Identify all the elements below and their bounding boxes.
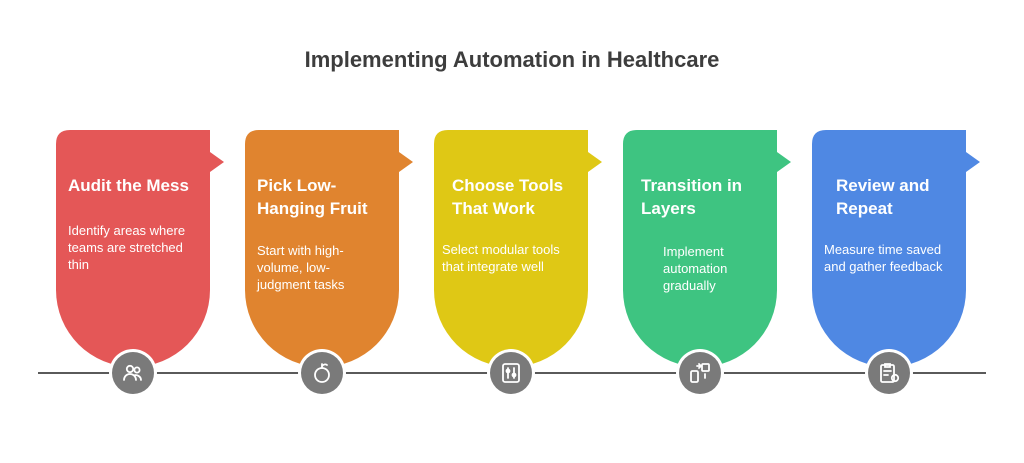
- step-heading: Transition in Layers: [641, 176, 743, 218]
- step-description: Implement automation gradually: [663, 244, 728, 293]
- people-icon: [112, 352, 154, 394]
- step-card-pick: Pick Low-Hanging Fruit Start with high-v…: [245, 130, 417, 370]
- step-card-shape: [812, 130, 980, 367]
- step-heading: Audit the Mess: [68, 176, 189, 195]
- step-heading: Pick Low-Hanging Fruit: [257, 176, 368, 218]
- step-card-choose: Choose Tools That Work Select modular to…: [434, 130, 606, 370]
- toolbox-icon: [490, 352, 532, 394]
- step-description: Start with high-volume, low-judgment tas…: [257, 243, 345, 292]
- step-description: Identify areas where teams are stretched…: [68, 223, 186, 272]
- fruit-icon: [301, 352, 343, 394]
- step-card-shape: [623, 130, 791, 367]
- step-card-shape: [56, 130, 224, 367]
- diagram-title: Implementing Automation in Healthcare: [304, 47, 720, 72]
- clipboard-refresh-icon: [868, 352, 910, 394]
- step-card-review: Review and Repeat Measure time saved and…: [812, 130, 984, 370]
- step-heading: Choose Tools That Work: [452, 176, 564, 218]
- step-card-transition: Transition in Layers Implement automatio…: [623, 130, 795, 370]
- step-description: Select modular tools that integrate well: [442, 242, 560, 274]
- step-card-audit: Audit the Mess Identify areas where team…: [56, 130, 228, 370]
- step-heading: Review and Repeat: [836, 176, 930, 218]
- step-card-shape: [245, 130, 413, 367]
- phone-transfer-icon: [679, 352, 721, 394]
- step-card-shape: [434, 130, 602, 367]
- step-description: Measure time saved and gather feedback: [824, 242, 943, 274]
